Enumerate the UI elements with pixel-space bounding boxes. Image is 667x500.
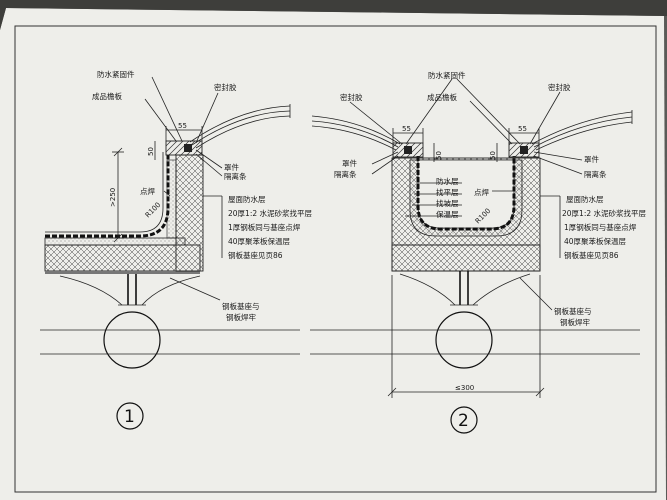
- gutter-membrane: [416, 156, 516, 231]
- label2-waterproof-layer: 防水层: [436, 176, 459, 186]
- label2-insul-layer: 保温层: [436, 210, 459, 219]
- drawing-frame: [14, 25, 657, 493]
- label2-waterproof-fixing: 防水紧固件: [428, 70, 466, 80]
- dim-50: 50: [147, 147, 155, 156]
- label2-steel-base: 钢板基座见页86: [564, 250, 619, 260]
- label-spot-weld: 点焊: [140, 186, 155, 196]
- label-weld-note-1: 钢板基座与: [222, 301, 260, 311]
- label2-slope-layer: 找坡层: [436, 198, 459, 208]
- label2-sealant-right: 密封胶: [548, 82, 571, 92]
- label-sealant: 密封胶: [214, 82, 237, 92]
- label2-insulation-right: 隔离条: [584, 169, 607, 179]
- label-insulation-strip: 隔离条: [224, 171, 247, 181]
- label-insulation-board: 40厚聚苯板保温层: [228, 236, 291, 246]
- label-steel-plate: 1厚钢板同与基座点焊: [228, 222, 301, 232]
- label-cover-piece: 罩件: [224, 162, 239, 172]
- label2-spot-weld: 点焊: [474, 187, 489, 197]
- dim-50-right: 50: [489, 151, 497, 160]
- detail-2-marker: [450, 406, 478, 434]
- detail-2: 55 55 50 50 R100 ≤300: [310, 70, 646, 434]
- dim-55: 55: [178, 122, 187, 130]
- steel-tube: [103, 311, 161, 369]
- label2-weld-note-2: 钢板焊牢: [560, 317, 590, 327]
- label2-cover-left: 罩件: [342, 158, 357, 168]
- label-mortar-screed: 20厚1:2 水泥砂浆找平层: [228, 208, 312, 218]
- label2-roof-waterproof: 屋面防水层: [566, 194, 604, 204]
- label-roof-waterproof: 屋面防水层: [228, 194, 266, 204]
- dim-55-left: 55: [402, 125, 411, 133]
- label2-steel-plate: 1厚钢板同与基座点焊: [564, 222, 637, 232]
- detail-1-number: 1: [124, 407, 135, 427]
- label2-cover-right: 罩件: [584, 154, 599, 164]
- label2-insulation-left: 隔离条: [334, 169, 357, 179]
- dim-250: >250: [109, 188, 117, 207]
- dim-300: ≤300: [455, 384, 474, 392]
- label-steel-base: 钢板基座见页86: [228, 250, 283, 260]
- label2-weld-note-1: 钢板基座与: [554, 306, 592, 316]
- label2-product-gutter: 成品檐板: [427, 92, 457, 102]
- detail-2-number: 2: [458, 411, 469, 431]
- detail-1: >250 50 55 R100 防水紧固件 成品檐板 密封胶 罩件: [40, 69, 312, 430]
- label2-insulation-board: 40厚聚苯板保温层: [564, 236, 627, 246]
- label-product-gutter: 成品檐板: [92, 91, 122, 101]
- steel-tube-2: [435, 311, 493, 369]
- dim-55-right: 55: [518, 125, 527, 133]
- label2-sealant-left: 密封胶: [340, 92, 363, 102]
- label-waterproof-fixing: 防水紧固件: [97, 69, 135, 79]
- label-weld-note-2: 钢板焊牢: [226, 312, 256, 322]
- detail-1-marker: [116, 402, 144, 430]
- label2-mortar-screed: 20厚1:2 水泥砂浆找平层: [562, 208, 646, 218]
- roof-membrane: [45, 155, 170, 238]
- dim-50-left: 50: [435, 151, 443, 160]
- label2-screed-layer: 找平层: [436, 187, 459, 197]
